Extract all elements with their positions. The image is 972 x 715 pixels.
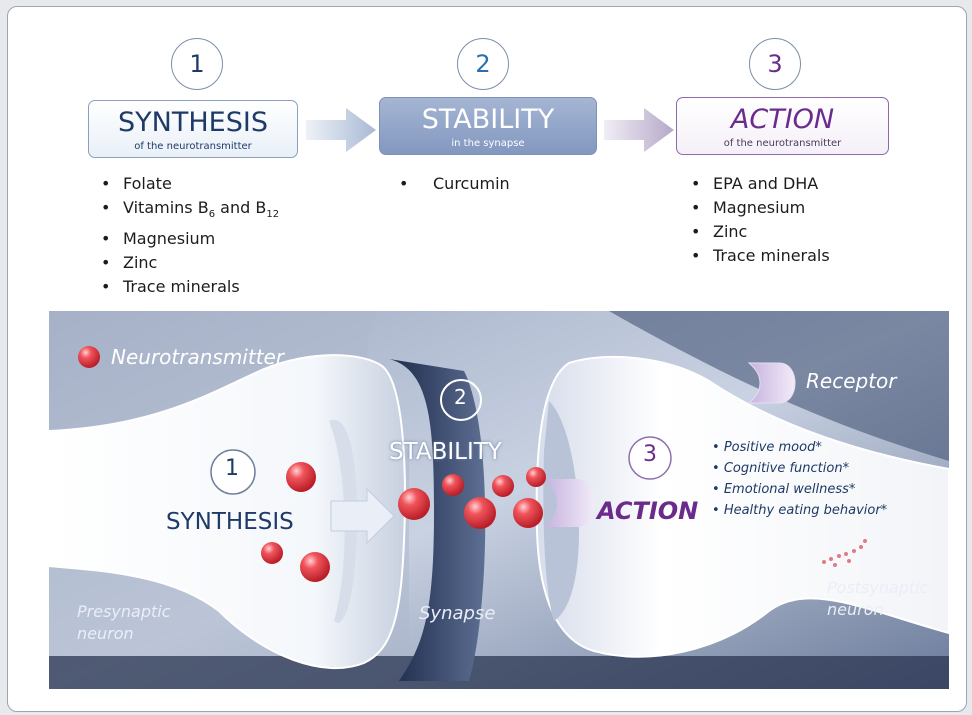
bottom-shadow xyxy=(49,656,949,689)
list-item: Trace minerals xyxy=(691,244,830,268)
effect-item: • Healthy eating behavior* xyxy=(712,503,888,518)
action-box: ACTION of the neurotransmitter xyxy=(676,97,889,155)
illustration-circle-3 xyxy=(628,436,672,480)
synthesis-box: SYNTHESIS of the neurotransmitter xyxy=(88,100,298,158)
list-item: Magnesium xyxy=(101,227,279,251)
list-item: Zinc xyxy=(691,220,830,244)
neurotransmitter-legend-sphere xyxy=(78,346,100,368)
effect-item: • Cognitive function* xyxy=(712,461,850,476)
presynaptic-neuron-label: Presynaptic neuron xyxy=(77,602,171,643)
action-nutrient-list: EPA and DHA Magnesium Zinc Trace mineral… xyxy=(691,172,830,268)
postsynaptic-neuron-label: Postsynaptic neuron xyxy=(827,578,929,619)
arrow-1-2 xyxy=(306,106,378,158)
list-item: EPA and DHA xyxy=(691,172,830,196)
step-3-number: 3 xyxy=(767,50,783,78)
list-item: Trace minerals xyxy=(101,275,279,299)
stability-box: STABILITY in the synapse xyxy=(379,97,597,155)
neurotransmitter-sphere xyxy=(492,475,514,497)
neurotransmitter-sphere xyxy=(513,498,543,528)
neurotransmitter-sphere xyxy=(286,462,316,492)
receptor-shape xyxy=(545,479,595,527)
illustration-action-label: ACTION xyxy=(597,497,699,525)
neurotransmitter-sphere xyxy=(464,497,496,529)
effect-item: • Positive mood* xyxy=(712,440,822,455)
legend-neurotransmitter-label: Neurotransmitter xyxy=(111,345,285,369)
list-item: Folate xyxy=(101,172,279,196)
cleft-shadow xyxy=(389,359,486,681)
neurotransmitter-sphere xyxy=(261,542,283,564)
presynaptic-fold xyxy=(329,419,358,623)
synthesis-title: SYNTHESIS xyxy=(118,107,268,138)
step-1-circle: 1 xyxy=(171,38,223,90)
step-3-circle: 3 xyxy=(749,38,801,90)
arrow-2-3 xyxy=(604,106,676,158)
illustration-number-2: 2 xyxy=(454,385,467,409)
list-item: Curcumin xyxy=(399,172,510,196)
list-item: Vitamins B6 and B12 xyxy=(101,196,279,227)
list-item: Magnesium xyxy=(691,196,830,220)
step-2-number: 2 xyxy=(475,50,491,78)
step-2-circle: 2 xyxy=(457,38,509,90)
illustration-number-1: 1 xyxy=(225,456,239,481)
dispersed-particles xyxy=(822,539,867,567)
neurotransmitter-sphere xyxy=(398,488,430,520)
illustration-synthesis-label: SYNTHESIS xyxy=(166,509,294,535)
illustration-circle-1 xyxy=(210,449,256,495)
illustration-circle-2 xyxy=(440,379,482,421)
effects-list: • Positive mood* • Cognitive function* •… xyxy=(712,437,887,521)
figure-frame: 1 2 3 SYNTHESIS of the neurotransmitter … xyxy=(7,6,967,712)
synapse-label: Synapse xyxy=(419,603,496,624)
stability-nutrient-list: Curcumin xyxy=(399,172,510,196)
action-subtitle: of the neurotransmitter xyxy=(723,138,842,149)
stability-subtitle: in the synapse xyxy=(451,138,525,149)
list-item: Zinc xyxy=(101,251,279,275)
synthesis-nutrient-list: Folate Vitamins B6 and B12 Magnesium Zin… xyxy=(101,172,279,299)
postsynaptic-neuron xyxy=(535,356,949,658)
step-1-number: 1 xyxy=(189,50,205,78)
neurotransmitter-sphere xyxy=(442,474,464,496)
synthesis-subtitle: of the neurotransmitter xyxy=(134,141,252,152)
legend-receptor-label: Receptor xyxy=(806,369,897,393)
illustration-number-3: 3 xyxy=(643,442,657,467)
neurotransmitter-sphere xyxy=(526,467,546,487)
synthesis-arrow xyxy=(330,487,395,545)
neurotransmitter-sphere xyxy=(300,552,330,582)
receptor-legend-icon xyxy=(747,362,796,404)
effect-item: • Emotional wellness* xyxy=(712,482,856,497)
synapse-illustration: Neurotransmitter Receptor 1 2 3 SYNTHESI… xyxy=(49,311,949,689)
stability-title: STABILITY xyxy=(421,104,555,135)
presynaptic-neuron xyxy=(49,354,406,670)
illustration-stability-label: STABILITY xyxy=(389,439,502,465)
action-title: ACTION xyxy=(730,104,835,135)
